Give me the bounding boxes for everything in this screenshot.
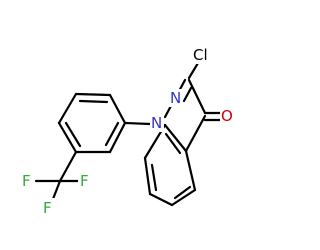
bond-ar1-ar2 (108, 93, 127, 125)
bond-c8-c7 (143, 156, 152, 196)
bond-n1-aryl (123, 121, 152, 126)
bond-ar4-ar5 (57, 121, 78, 154)
bond-ar6-ar1 (108, 121, 127, 154)
bond-c7-c6 (148, 192, 174, 207)
nitrogen-1-label-bg (150, 114, 164, 132)
fluorine-c-label-bg (41, 198, 55, 216)
chlorine-label: Cl (193, 46, 208, 64)
bond-aryl-cf3 (58, 150, 78, 183)
bond-c6-c5-inner (173, 185, 192, 200)
bond-n2-c3-double (182, 86, 193, 103)
fluorine-b-label-bg (78, 172, 92, 190)
bond-c4a-c8a (163, 123, 188, 153)
bond-c3-c4 (187, 78, 207, 115)
fluorine-c-label: F (43, 199, 52, 217)
oxygen-label: O (221, 107, 233, 125)
bond-c4a-c8a-inner (164, 132, 182, 155)
bond-cf3-f-bottom (51, 179, 62, 201)
bonds (34, 61, 223, 207)
fluorine-a-label: F (22, 172, 31, 190)
bond-ar2-ar3-inner (78, 99, 109, 104)
bond-c5-c4a (184, 149, 197, 192)
bond-c6-c5 (170, 188, 197, 207)
bond-ar6-ar1-inner (104, 121, 120, 147)
fluorine-a-label-bg (20, 172, 34, 190)
bond-c3-cl (187, 61, 200, 80)
bond-ar3-ar4 (57, 92, 78, 125)
fluorine-b-label: F (80, 172, 89, 190)
nitrogen-2-label: N (170, 89, 181, 107)
atom-labels: Cl N N O F F F (20, 46, 236, 217)
structure-diagram: Cl N N O F F F (20, 46, 236, 217)
bond-ar4-ar5-inner (64, 121, 82, 148)
bond-c4-c4a (184, 114, 207, 153)
oxygen-label-bg (220, 107, 236, 125)
nitrogen-1-label: N (151, 114, 162, 132)
bond-c8-c7-inner (150, 163, 158, 192)
bond-ar2-ar3 (74, 92, 112, 97)
nitrogen-2-label-bg (168, 89, 182, 107)
chlorine-label-bg (192, 46, 216, 64)
